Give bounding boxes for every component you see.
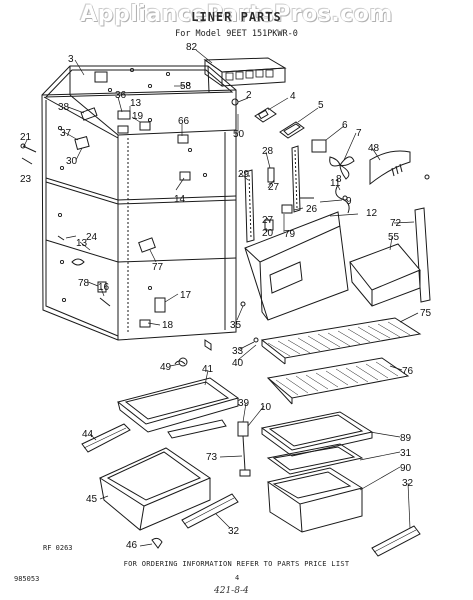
callout-29: 29 <box>238 169 250 180</box>
diagram-title: LINER PARTS <box>191 10 282 24</box>
ordering-note: FOR ORDERING INFORMATION REFER TO PARTS … <box>123 560 350 568</box>
liner-cabinet <box>41 65 237 341</box>
drawing-code: RF 0263 <box>43 544 73 552</box>
watermark: AppliancePartsPros.com <box>80 2 393 27</box>
callout-33: 33 <box>232 346 244 357</box>
callout-2: 2 <box>246 90 252 101</box>
callout-13: 13 <box>76 238 88 249</box>
callout-32: 32 <box>228 526 240 537</box>
callout-76: 76 <box>402 366 414 377</box>
freezer-basket <box>98 447 212 531</box>
callout-12: 12 <box>366 208 378 219</box>
callout-14: 14 <box>174 194 186 205</box>
callout-66: 66 <box>178 116 190 127</box>
callout-32: 32 <box>402 478 414 489</box>
page-number: 4 <box>235 574 240 582</box>
crisper-cover-frame <box>266 443 364 475</box>
left-rail-strip <box>81 423 131 453</box>
page-code: 985053 <box>14 575 40 583</box>
leader-lines <box>23 49 419 547</box>
air-duct-parts <box>244 145 301 243</box>
callout-28: 28 <box>262 146 274 157</box>
callout-37: 37 <box>60 128 72 139</box>
left-fasteners <box>20 143 65 241</box>
callout-27: 27 <box>268 182 280 193</box>
right-rail <box>414 207 431 303</box>
callout-4: 4 <box>290 91 296 102</box>
callout-26: 26 <box>306 204 318 215</box>
callout-41: 41 <box>202 364 214 375</box>
control-housing-parts <box>231 98 430 214</box>
callout-55: 55 <box>388 232 400 243</box>
callout-11: 11 <box>330 178 341 189</box>
callout-5: 5 <box>318 100 324 111</box>
callout-8: 8 <box>336 174 342 185</box>
callout-3: 3 <box>68 54 74 65</box>
callout-40: 40 <box>232 358 244 369</box>
callout-78: 78 <box>78 278 90 289</box>
callout-9: 9 <box>346 196 352 207</box>
model-line: For Model 9EET 151PKWR-0 <box>175 29 298 39</box>
callout-77: 77 <box>152 262 164 273</box>
callout-46: 46 <box>126 540 138 551</box>
freezer-rail <box>167 419 227 439</box>
meat-pan <box>349 243 421 307</box>
callout-58: 58 <box>180 81 192 92</box>
callout-36: 36 <box>115 90 127 101</box>
callout-17: 17 <box>180 290 192 301</box>
callout-38: 38 <box>58 102 70 113</box>
evaporator-cover-panel <box>244 211 349 321</box>
callout-18: 18 <box>162 320 174 331</box>
crisper-cover <box>260 411 374 457</box>
callout-30: 30 <box>66 156 78 167</box>
callout-7: 7 <box>356 128 362 139</box>
callout-21: 21 <box>20 132 32 143</box>
callout-24: 24 <box>86 232 98 243</box>
callout-31: 31 <box>400 448 412 459</box>
callout-20: 20 <box>262 228 274 239</box>
callout-90: 90 <box>400 463 412 474</box>
wire-shelf-lower <box>266 357 410 405</box>
callout-13: 13 <box>130 98 142 109</box>
callout-72: 72 <box>390 218 402 229</box>
top-grille-assembly <box>203 57 287 87</box>
callout-89: 89 <box>400 433 412 444</box>
callout-27: 27 <box>262 215 274 226</box>
callout-82: 82 <box>186 42 198 53</box>
callout-10: 10 <box>260 402 272 413</box>
callout-23: 23 <box>20 174 32 185</box>
callout-49: 49 <box>160 362 172 373</box>
callout-73: 73 <box>206 452 218 463</box>
callout-35: 35 <box>230 320 242 331</box>
callout-48: 48 <box>368 143 380 154</box>
callout-45: 45 <box>86 494 98 505</box>
handwritten-mark: 421-8-4 <box>214 586 249 596</box>
callout-39: 39 <box>238 398 250 409</box>
callout-50: 50 <box>233 129 245 140</box>
callout-75: 75 <box>420 308 432 319</box>
crisper-rails <box>181 493 421 557</box>
callout-19: 19 <box>132 111 144 122</box>
crisper-pan <box>266 467 364 533</box>
callout-6: 6 <box>342 120 348 131</box>
callout-16: 16 <box>98 282 110 293</box>
dairy-tray <box>116 377 240 433</box>
callout-44: 44 <box>82 429 94 440</box>
wire-shelf-upper <box>260 317 422 365</box>
callout-79: 79 <box>284 229 296 240</box>
